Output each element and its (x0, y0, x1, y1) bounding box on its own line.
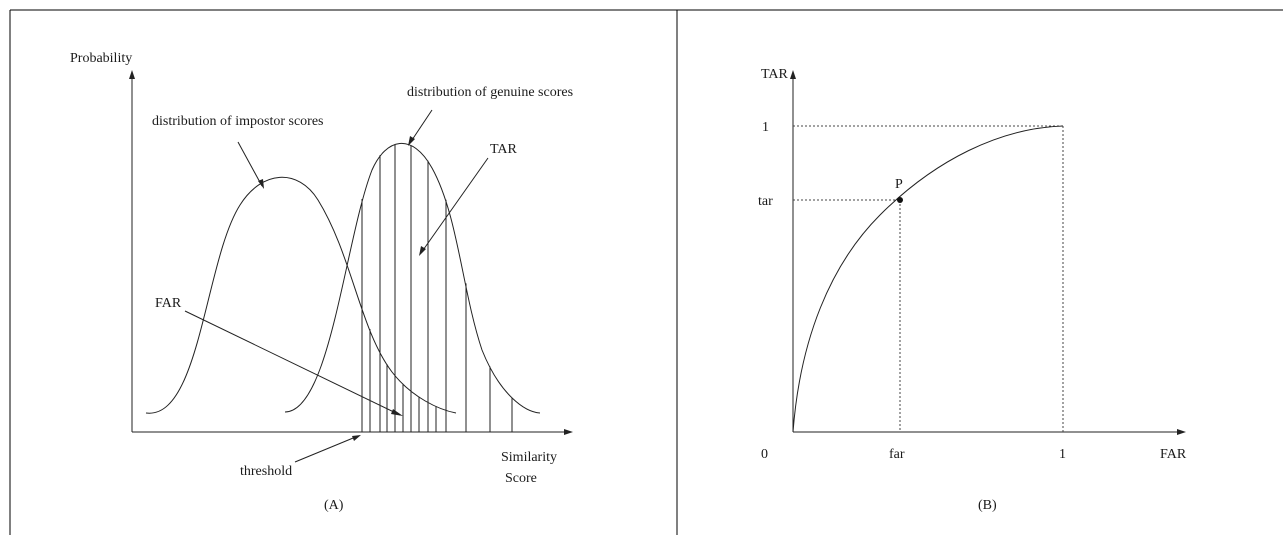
panel-b: TAR 1 tar P 0 far 1 FAR (B) (758, 67, 1187, 513)
panel-b-axes (790, 70, 1186, 435)
roc-curve (792, 125, 1064, 433)
impostor-distribution-label: distribution of impostor scores (152, 114, 324, 129)
y-tick-tar: tar (758, 194, 773, 209)
panel-a-x-axis-label-line2: Score (505, 471, 537, 486)
panel-a-caption: (A) (324, 498, 344, 513)
panel-a-y-axis-label: Probability (70, 51, 132, 66)
x-tick-one: 1 (1059, 447, 1066, 462)
panel-frame (9, 9, 1283, 535)
hatched-region (361, 144, 513, 432)
impostor-distribution-curve (145, 176, 457, 414)
point-p-label: P (895, 177, 903, 192)
panel-a-x-axis-label-line1: Similarity (501, 450, 557, 465)
panel-a-leaders (184, 109, 489, 463)
x-tick-far: far (889, 447, 905, 462)
panel-b-y-axis-label: TAR (761, 67, 789, 82)
y-tick-one: 1 (762, 120, 769, 135)
panel-a: Probability distribution of impostor sco… (70, 51, 573, 513)
genuine-distribution-curve (284, 142, 541, 414)
genuine-distribution-label: distribution of genuine scores (407, 85, 573, 100)
origin-label: 0 (761, 447, 768, 462)
panel-a-axes (129, 70, 573, 435)
tar-label: TAR (490, 142, 518, 157)
panel-b-guides (793, 125, 1064, 432)
far-label: FAR (155, 296, 182, 311)
threshold-label: threshold (240, 464, 292, 479)
point-p-marker (897, 197, 903, 203)
panel-b-caption: (B) (978, 498, 997, 513)
panel-b-x-axis-label: FAR (1160, 447, 1187, 462)
